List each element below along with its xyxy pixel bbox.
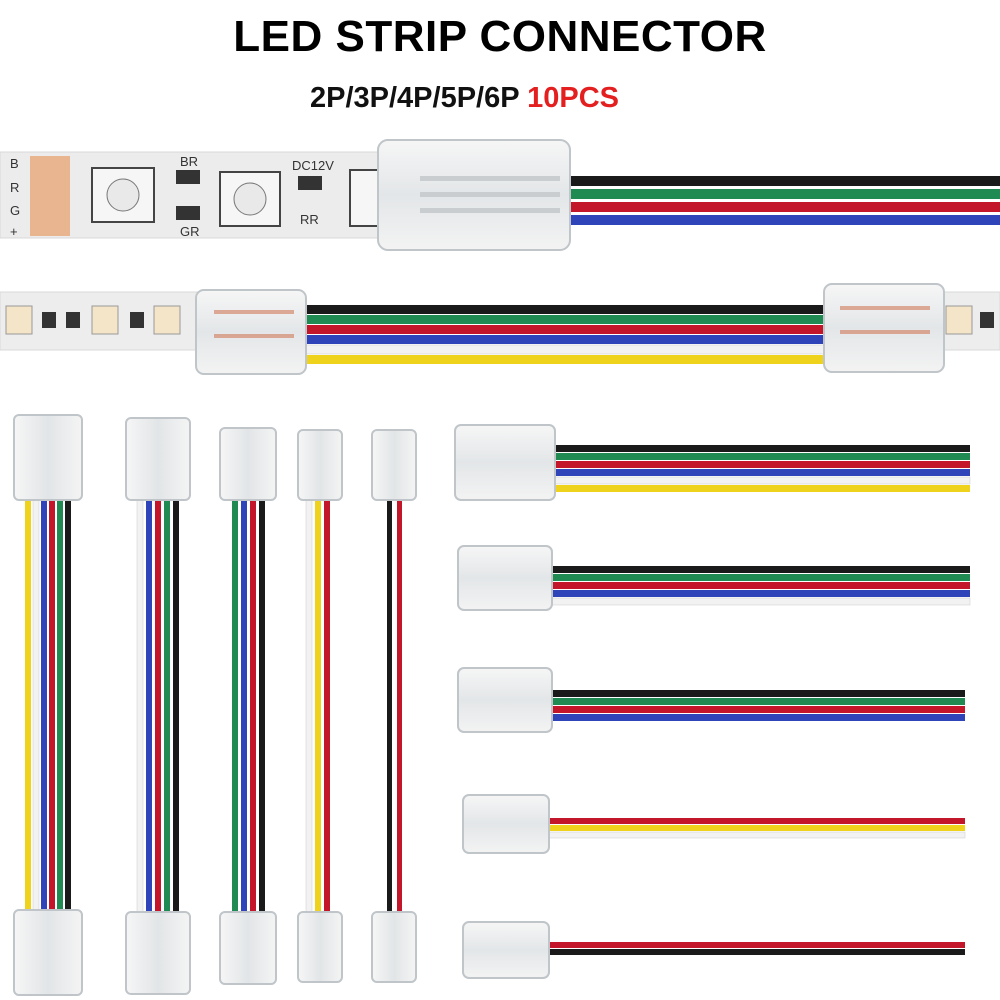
subtitle-types: 2P/3P/4P/5P/6P [310,82,520,114]
connector-clip [457,545,553,611]
connector-clip-bottom [297,911,343,983]
wire-white [299,344,831,355]
copper-pads [30,156,70,236]
vertical-jumper-6p [13,414,83,996]
connector-clip-top [13,414,83,501]
connector-clip [454,424,556,501]
resistor [176,206,200,220]
wire-black [300,305,830,314]
pigtail-6p [454,424,971,501]
wire-blue [560,215,1000,225]
connector-clip-top [125,417,191,501]
connector-clip-top [219,427,277,501]
connector-clip [462,794,550,854]
wire-black [560,176,1000,186]
connector-clip-bottom [13,909,83,996]
strip-label-g: G [10,203,20,218]
connector-clip-bottom [371,911,417,983]
wire-yellow [300,355,830,364]
connector-clip-left [195,289,307,375]
strip-label-gr: GR [180,224,200,239]
connector-clip-bottom [125,911,191,995]
strip-label-plus: + [10,224,18,239]
vertical-jumper-5p [125,417,191,995]
vertical-jumper-3p [297,429,343,983]
rgb-strip-connector: B G R BR GR DC12V RR + [0,139,1000,251]
wire-blue [300,335,830,344]
pigtail-4p [457,667,965,733]
strip-label-br: BR [180,154,198,169]
wire-green [560,189,1000,199]
pigtail-5p [457,545,971,611]
strip-label-b: B [10,156,19,171]
resistor [176,170,200,184]
vertical-jumper-4p [219,427,277,985]
wire-red [560,202,1000,212]
strip-label-rr: RR [300,212,319,227]
strip-label-r: R [10,180,19,195]
connector-clip [462,921,550,979]
wire-red [300,325,830,334]
subtitle-quantity: 10PCS [527,82,620,114]
pigtail-2p [462,921,965,979]
rgbw-strip-jumper [0,283,1000,375]
connector-clip-bottom [219,911,277,985]
strip-label-voltage: DC12V [292,158,334,173]
connector-clip [457,667,553,733]
connector-clip-top [297,429,343,501]
connector-clip-top [371,429,417,501]
wire-green [300,315,830,324]
pigtail-3p [462,794,966,854]
connector-clip-right [823,283,945,373]
subtitle: 2P/3P/4P/5P/6P 10PCS [310,82,619,115]
page-title: LED STRIP CONNECTOR [233,12,767,61]
vertical-jumper-2p [371,429,417,983]
resistor [298,176,322,190]
